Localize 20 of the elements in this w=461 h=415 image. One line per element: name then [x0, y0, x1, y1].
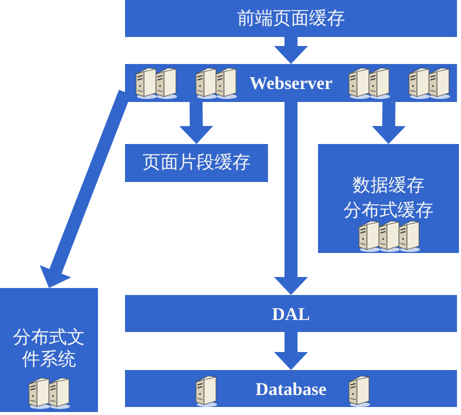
arrow: [372, 102, 406, 144]
component-label: Database: [256, 378, 326, 400]
component-label: 分布式文件系统: [12, 327, 86, 371]
component-label: 分布式缓存: [344, 199, 434, 223]
arrow: [274, 332, 308, 370]
component-box: [125, 0, 457, 37]
component-box: [125, 64, 457, 102]
arrow: [274, 37, 308, 64]
component-box: [125, 370, 457, 407]
component-box: [125, 144, 268, 182]
component-label: DAL: [272, 302, 310, 326]
component-box: [125, 295, 457, 332]
arrow: [179, 102, 214, 144]
component-box: [0, 288, 98, 412]
component-label: 前端页面缓存: [237, 6, 345, 30]
component-box: [318, 144, 459, 253]
component-label: 页面片段缓存: [142, 151, 250, 175]
component-label: 数据缓存: [352, 174, 424, 198]
arrow: [274, 102, 308, 295]
component-label: Webserver: [250, 72, 332, 95]
